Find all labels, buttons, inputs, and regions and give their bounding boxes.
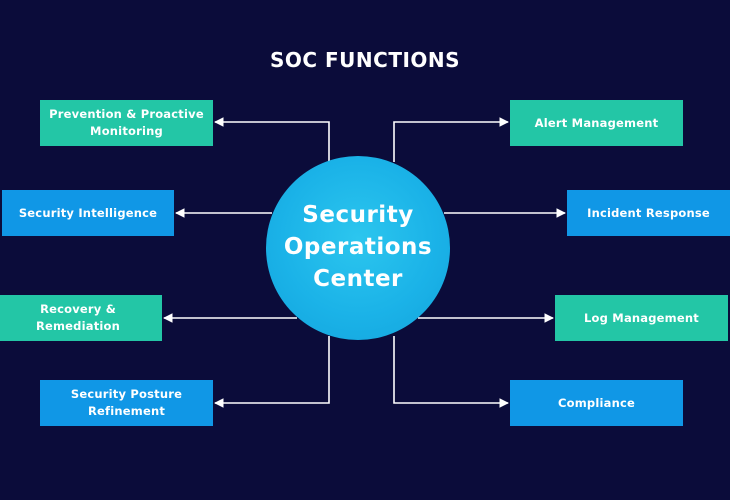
node-alert-management: Alert Management	[510, 100, 683, 146]
node-log-management: Log Management	[555, 295, 728, 341]
connector-posture	[214, 336, 330, 408]
center-line-2: Operations	[283, 234, 433, 261]
node-label: Recovery & Remediation	[35, 302, 121, 333]
node-label: Incident Response	[587, 205, 710, 220]
node-compliance: Compliance	[510, 380, 683, 426]
node-label: Alert Management	[534, 115, 659, 130]
node-incident-response: Incident Response	[567, 190, 730, 236]
connector-compliance	[393, 336, 509, 408]
connector-alert	[393, 117, 509, 162]
connector-prevention	[214, 117, 330, 162]
diagram-title: SOC FUNCTIONS	[269, 48, 461, 72]
node-label: Security Posture Refinement	[70, 387, 183, 418]
center-line-3: Center	[313, 265, 403, 292]
node-label: Compliance	[557, 395, 635, 410]
center-line-1: Security	[302, 202, 414, 229]
node-label: Log Management	[584, 310, 699, 325]
node-recovery-remediation: Recovery & Remediation	[0, 295, 162, 341]
node-security-posture-refinement: Security Posture Refinement	[40, 380, 213, 426]
node-label: Security Intelligence	[18, 205, 158, 220]
node-security-intelligence: Security Intelligence	[2, 190, 174, 236]
node-label: Prevention & Proactive Monitoring	[49, 107, 204, 138]
node-prevention-proactive-monitoring: Prevention & Proactive Monitoring	[40, 100, 213, 146]
center-node-security-operations-center: Security Operations Center	[266, 156, 450, 340]
